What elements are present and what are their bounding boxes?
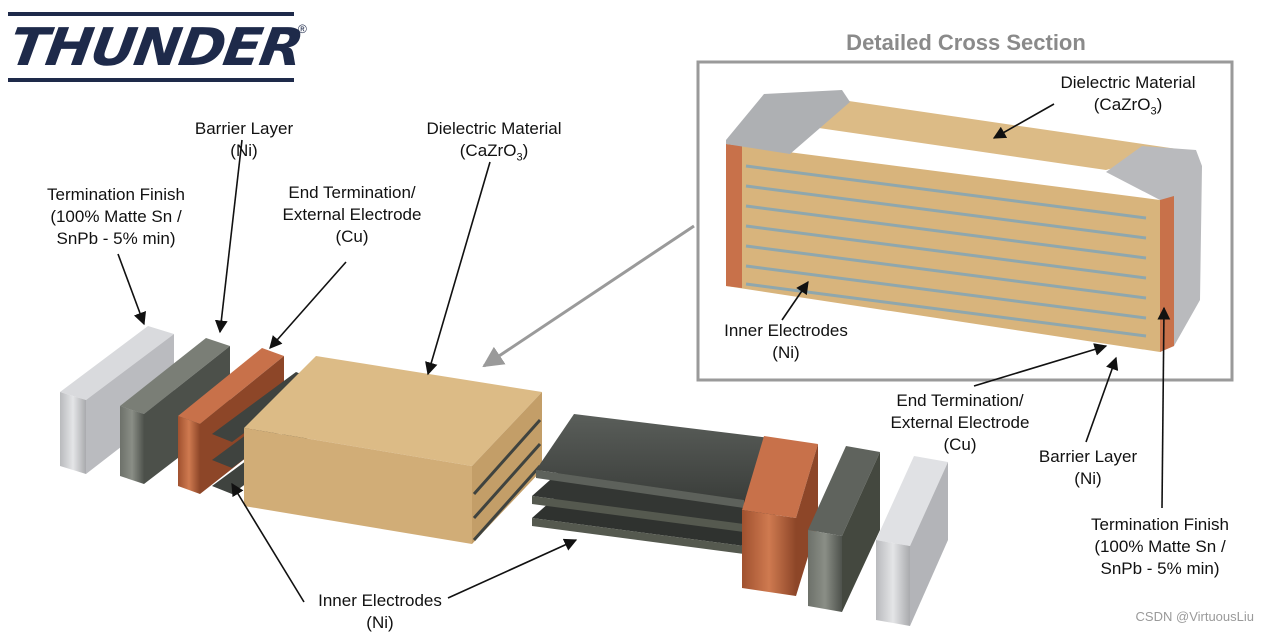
label-end-termination-left: End Termination/ External Electrode (Cu) <box>282 183 422 246</box>
label-termination-finish-right: Termination Finish (100% Matte Sn / SnPb… <box>1091 515 1229 578</box>
cross-section-capacitor <box>726 90 1202 352</box>
watermark: CSDN @VirtuousLiu <box>1135 609 1254 624</box>
leader-arrows <box>117 103 1171 603</box>
right-tin-termination <box>876 456 948 626</box>
cross-section-electrode-lines <box>745 164 1147 338</box>
label-inner-electrodes-bottom: Inner Electrodes (Ni) <box>318 591 442 632</box>
inset-title: Detailed Cross Section <box>846 30 1086 55</box>
thunder-logo: THUNDER ® <box>5 8 308 88</box>
label-dielectric-material-left: Dielectric Material (CaZrO3) <box>426 119 562 164</box>
label-inner-electrodes-inset: Inner Electrodes (Ni) <box>724 321 848 362</box>
inset-pointer-arrow <box>482 224 695 368</box>
label-barrier-layer-left: Barrier Layer (Ni) <box>194 119 294 160</box>
label-end-termination-right: End Termination/ External Electrode (Cu) <box>890 391 1030 454</box>
right-inner-electrodes <box>532 414 790 554</box>
right-copper-termination <box>742 436 818 596</box>
logo-bottom-rule <box>8 78 294 82</box>
dielectric-block <box>244 356 542 544</box>
cross-section-frame <box>696 60 1234 382</box>
logo-registered-mark: ® <box>298 22 307 36</box>
label-dielectric-material-inset: Dielectric Material (CaZrO3) <box>1060 73 1196 118</box>
right-nickel-barrier <box>808 446 880 612</box>
logo-top-rule <box>8 12 294 16</box>
label-termination-finish-left: Termination Finish (100% Matte Sn / SnPb… <box>47 185 185 248</box>
label-barrier-layer-right: Barrier Layer (Ni) <box>1038 447 1138 488</box>
